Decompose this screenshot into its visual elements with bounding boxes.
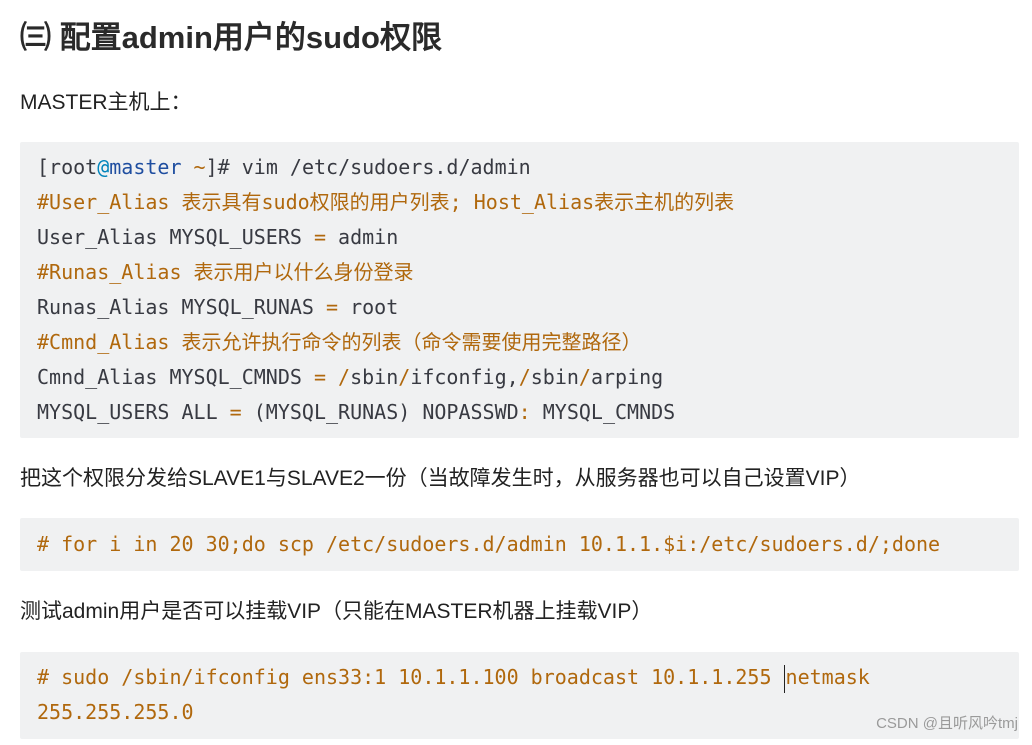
code-line: Runas_Alias MYSQL_RUNAS = root (37, 295, 399, 319)
code-line-comment: #User_Alias 表示具有sudo权限的用户列表; Host_Alias表… (37, 190, 735, 214)
intro-text: MASTER主机上： (20, 91, 192, 114)
csdn-watermark: CSDN @且听风吟tmj (876, 715, 1018, 732)
distribute-text: 把这个权限分发给SLAVE1与SLAVE2一份（当故障发生时，从服务器也可以自己… (20, 467, 861, 490)
section-title: ㈢ 配置admin用户的sudo权限 (20, 20, 442, 55)
code-line: Cmnd_Alias MYSQL_CMNDS = /sbin/ifconfig,… (37, 365, 664, 389)
text-cursor (783, 664, 785, 693)
code-block-sudoers[interactable]: [root@master ~]# vim /etc/sudoers.d/admi… (20, 142, 1019, 438)
code-line: # for i in 20 30;do scp /etc/sudoers.d/a… (37, 532, 941, 556)
code-line: User_Alias MYSQL_USERS = admin (37, 225, 399, 249)
code-line: 255.255.255.0 (37, 700, 194, 724)
code-line-comment: #Cmnd_Alias 表示允许执行命令的列表（命令需要使用完整路径） (37, 330, 642, 354)
test-text: 测试admin用户是否可以挂载VIP（只能在MASTER机器上挂载VIP） (20, 600, 653, 623)
code-line: # sudo /sbin/ifconfig ens33:1 10.1.1.100… (37, 660, 1019, 695)
code-line: MYSQL_USERS ALL = (MYSQL_RUNAS) NOPASSWD… (37, 400, 676, 424)
code-block-scp[interactable]: # for i in 20 30;do scp /etc/sudoers.d/a… (20, 518, 1019, 571)
code-line-prompt: [root@master ~]# vim /etc/sudoers.d/admi… (37, 155, 531, 179)
code-line-comment: #Runas_Alias 表示用户以什么身份登录 (37, 260, 414, 284)
code-block-ifconfig[interactable]: # sudo /sbin/ifconfig ens33:1 10.1.1.100… (20, 652, 1019, 739)
